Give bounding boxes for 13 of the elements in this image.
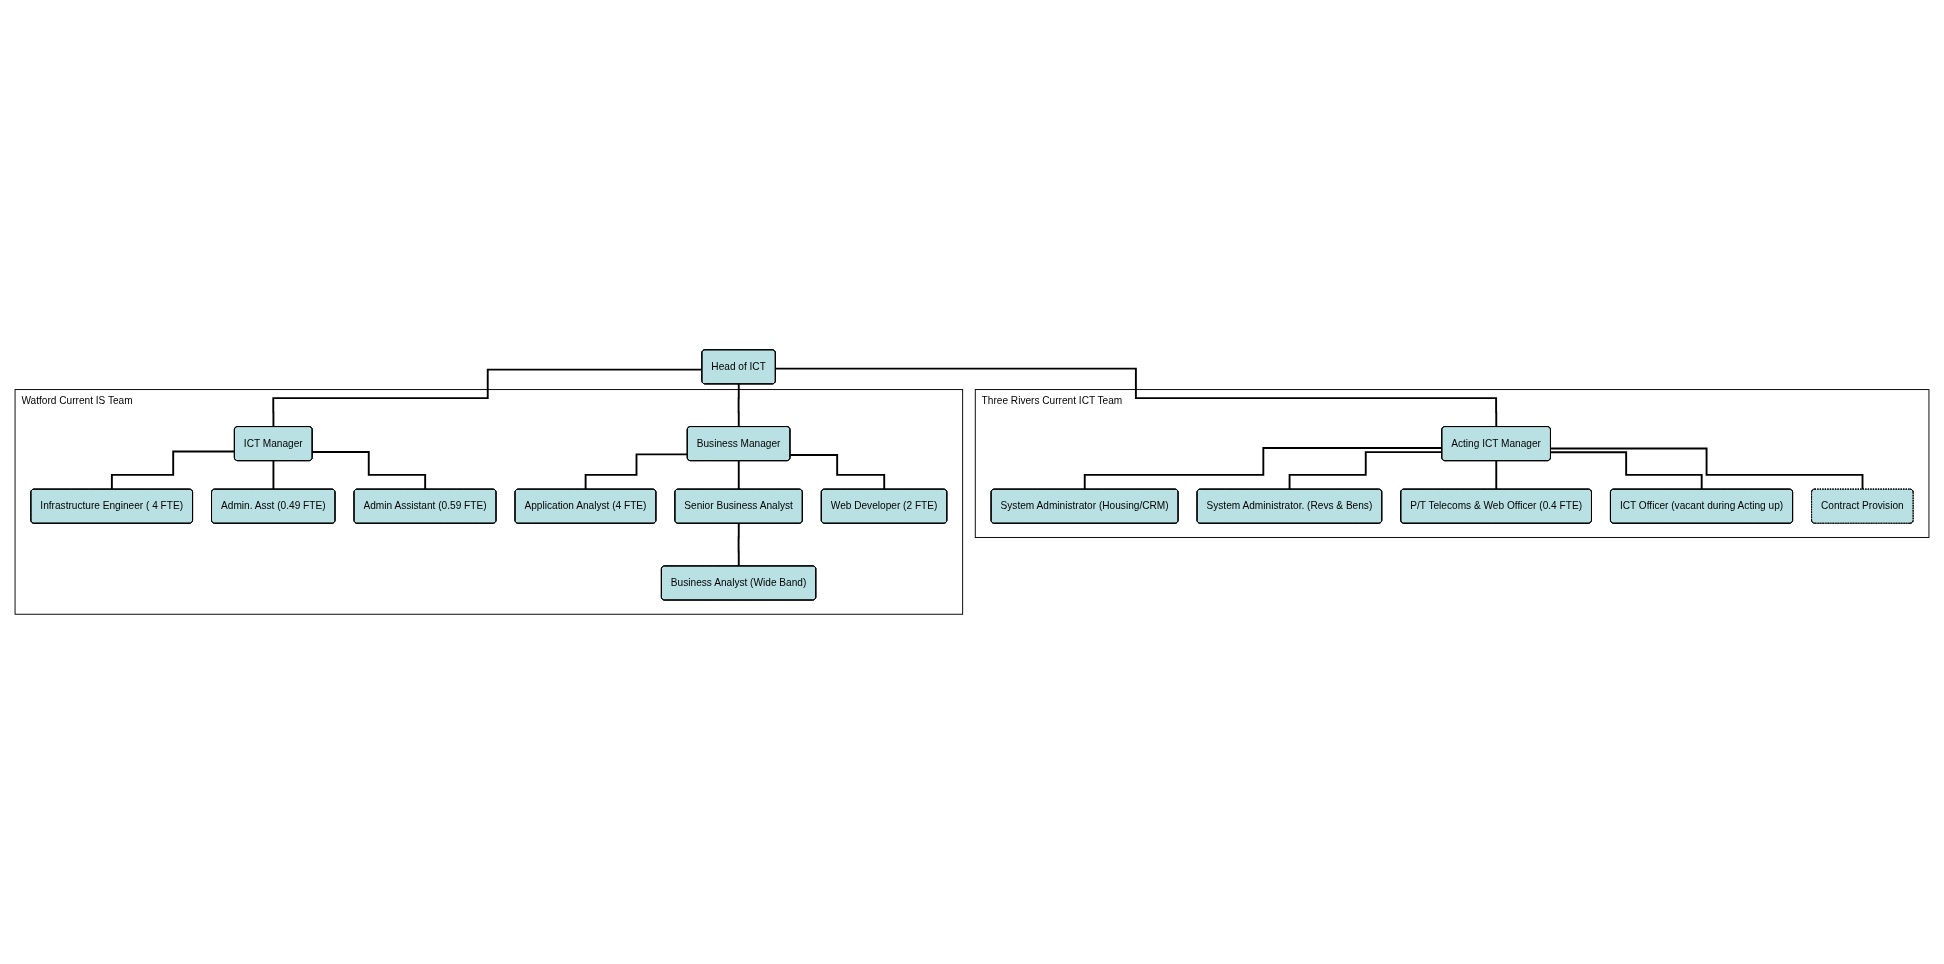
connector	[272, 460, 275, 491]
connector	[1495, 460, 1498, 491]
connector	[584, 453, 689, 491]
connector	[1288, 451, 1443, 491]
connector	[1083, 447, 1443, 491]
connector	[737, 460, 740, 491]
connector	[311, 451, 427, 491]
connector	[1549, 447, 1864, 491]
connector	[110, 450, 236, 491]
connector	[737, 383, 740, 428]
connector	[789, 454, 886, 491]
connector	[774, 367, 1498, 428]
connector	[1549, 451, 1703, 491]
